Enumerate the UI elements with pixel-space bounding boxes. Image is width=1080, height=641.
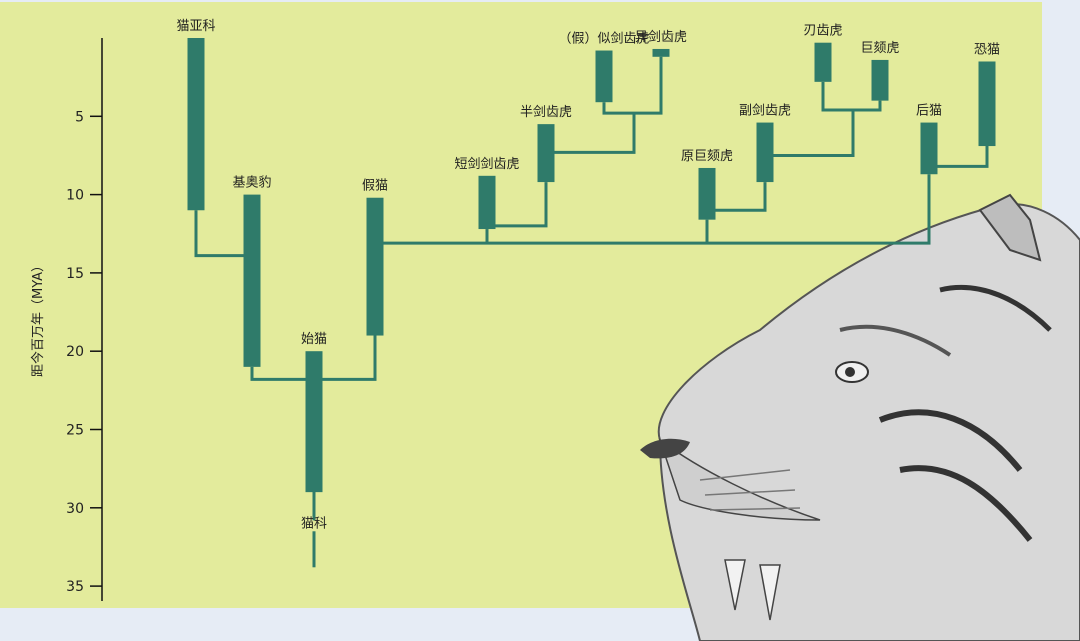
metailurus-dinofelis-branch bbox=[929, 146, 989, 168]
taxon-bar-paramachaerodus bbox=[756, 122, 774, 183]
paramachaerodus-branch bbox=[707, 182, 767, 212]
smilodon-megantereon-pair bbox=[821, 81, 882, 112]
y-tick-label: 20 bbox=[66, 344, 84, 360]
machairodus-branch bbox=[485, 182, 548, 230]
taxon-bar-promegantereon bbox=[698, 167, 716, 220]
machairodont-main-branch bbox=[375, 174, 931, 245]
taxon-label-dinofelis: 恐猫 bbox=[974, 42, 1000, 57]
taxon-label-smilodon: 刃齿虎 bbox=[803, 24, 842, 39]
taxon-bar-paramachairodus bbox=[595, 50, 613, 103]
y-tick-label: 30 bbox=[66, 501, 84, 517]
paramachairodus-xenosmilus-pair bbox=[602, 56, 663, 115]
taxon-label-xenosmilus: 异剑齿虎 bbox=[635, 29, 687, 45]
taxon-label-felidae: 猫科 bbox=[301, 516, 327, 531]
y-axis-ticks: 5 10 15 20 25 30 35 bbox=[66, 109, 102, 595]
y-tick-label: 35 bbox=[66, 579, 84, 595]
y-tick-label: 10 bbox=[66, 188, 84, 204]
taxon-bars bbox=[187, 38, 996, 493]
taxon-bar-machairodus bbox=[537, 124, 555, 183]
y-axis-title: 距今百万年（MYA） bbox=[30, 259, 46, 377]
taxon-label-nimravides: 短剑剑齿虎 bbox=[454, 156, 519, 172]
felinae-branch bbox=[194, 210, 252, 258]
taxon-label-proailurus: 始猫 bbox=[301, 332, 327, 347]
taxon-label-promegantereon: 原巨颏虎 bbox=[681, 149, 733, 164]
paramachaerodus-fork bbox=[765, 110, 855, 157]
taxon-bar-xenosmilus bbox=[652, 48, 670, 57]
taxon-bar-megantereon bbox=[871, 59, 889, 101]
taxon-label-paramachaerodus: 副剑齿虎 bbox=[739, 103, 791, 119]
y-tick-label: 15 bbox=[66, 266, 84, 282]
taxon-label-hyperailurictis: 基奥豹 bbox=[232, 176, 271, 191]
taxon-label-metailurus: 后猫 bbox=[916, 104, 942, 119]
taxon-bar-metailurus bbox=[920, 122, 938, 175]
taxon-bar-hyperailurictis bbox=[243, 194, 261, 367]
taxon-label-paramachairodus: （假）似剑齿虎 bbox=[558, 31, 649, 47]
taxon-label-pseudaelurus: 假猫 bbox=[362, 179, 388, 194]
taxon-bar-felinae bbox=[187, 38, 205, 211]
taxon-bar-proailurus bbox=[305, 351, 323, 493]
taxon-label-felinae: 猫亚科 bbox=[176, 19, 215, 34]
saber-tooth-tiger-illustration bbox=[640, 193, 1080, 641]
taxon-label-megantereon: 巨颏虎 bbox=[860, 41, 899, 56]
taxon-bar-smilodon bbox=[814, 42, 832, 82]
taxon-bar-nimravides bbox=[478, 175, 496, 230]
taxon-bar-dinofelis bbox=[978, 61, 996, 147]
y-tick-label: 25 bbox=[66, 423, 84, 439]
taxon-bar-pseudaelurus bbox=[366, 197, 384, 336]
machairodus-fork bbox=[546, 113, 636, 154]
y-tick-label: 5 bbox=[75, 109, 84, 125]
taxon-label-machairodus: 半剑齿虎 bbox=[520, 104, 572, 120]
